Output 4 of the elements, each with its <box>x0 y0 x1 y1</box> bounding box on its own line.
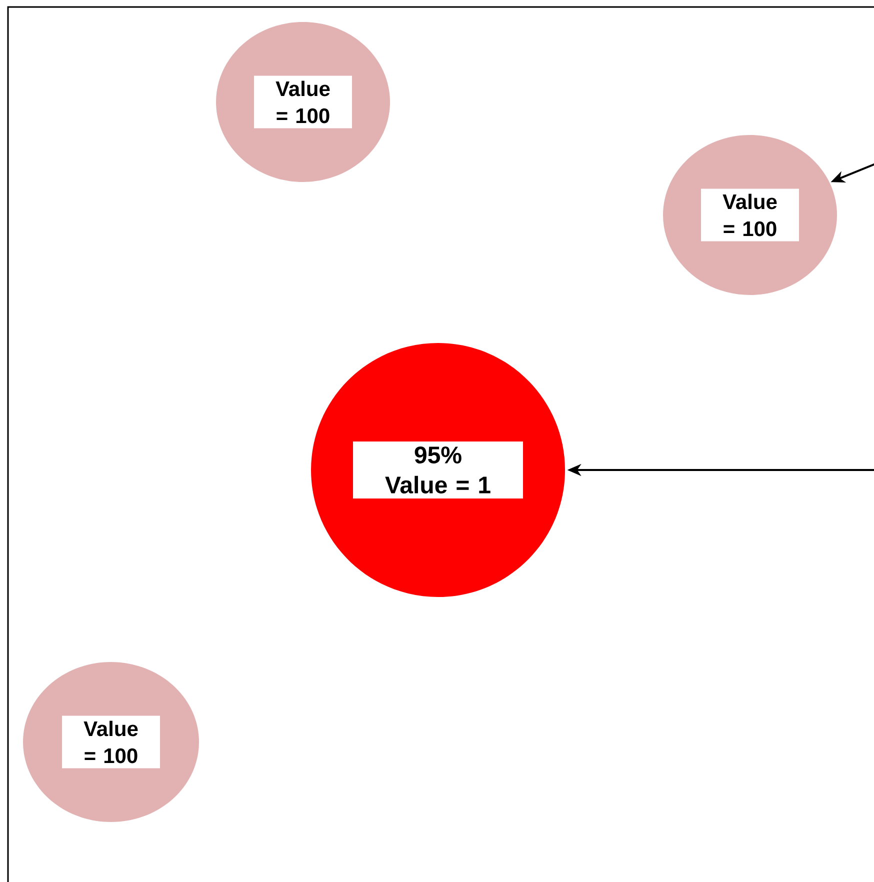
circle-node: Value = 100 <box>663 134 838 295</box>
circle-node: Value = 100 <box>216 22 390 182</box>
circle-node: 95% Value = 1 <box>311 343 565 597</box>
circle-node: Value = 100 <box>23 662 199 822</box>
